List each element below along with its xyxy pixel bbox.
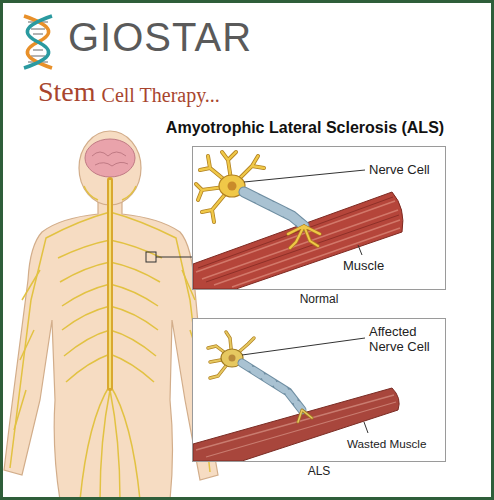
part-label: Nerve Cell	[369, 163, 443, 178]
panel-caption: ALS	[193, 465, 445, 479]
part-label: Affected Nerve Cell	[369, 325, 443, 355]
diagram-title: Amyotrophic Lateral Sclerosis (ALS)	[145, 119, 465, 137]
logo-icon	[24, 16, 52, 68]
body-figure	[4, 131, 218, 500]
part-label: Muscle	[343, 259, 443, 274]
panel-caption: Normal	[193, 293, 445, 307]
heading-word: Stem	[38, 78, 96, 106]
heading-text: Cell Therapy...	[102, 85, 220, 105]
als-panel: Affected Nerve CellWasted MuscleALS	[192, 318, 446, 462]
normal-panel: Nerve CellMuscleNormal	[192, 146, 446, 290]
part-label: Wasted Muscle	[347, 437, 443, 450]
brand-name: GIOSTAR	[68, 17, 252, 57]
